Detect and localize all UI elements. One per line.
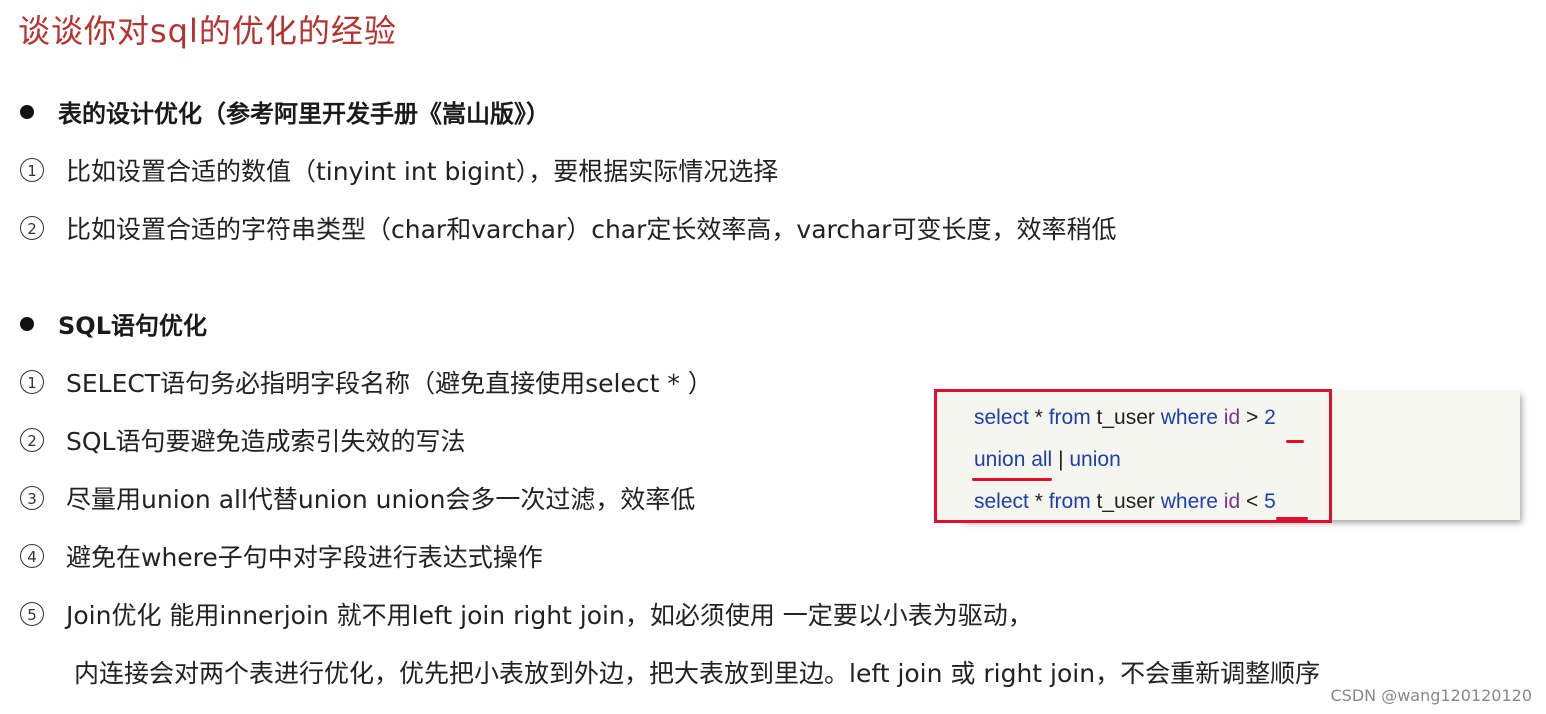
bullet-icon: [20, 316, 34, 331]
watermark: CSDN @wang120120120: [1330, 686, 1532, 705]
list-item-text: 避免在where子句中对字段进行表达式操作: [66, 543, 543, 572]
code-token: t_user: [1090, 490, 1161, 513]
code-keyword: from: [1048, 490, 1091, 513]
circled-number-icon: 1: [20, 158, 44, 182]
section-heading-table-design: 表的设计优化（参考阿里开发手册《嵩山版》）: [20, 94, 550, 129]
underline-mark: [972, 478, 1052, 481]
list-item: 4 避免在where子句中对字段进行表达式操作: [20, 538, 543, 574]
code-keyword: select: [974, 406, 1029, 429]
code-line: union all | union: [974, 448, 1121, 472]
code-token: |: [1052, 448, 1070, 471]
code-operator: <: [1240, 490, 1265, 513]
section-heading-text: 表的设计优化（参考阿里开发手册《嵩山版》）: [58, 100, 550, 128]
code-line: select * from t_user where id < 5: [974, 490, 1276, 514]
section-heading-sql: SQL语句优化: [20, 306, 207, 341]
circled-number-icon: 1: [20, 370, 44, 394]
code-keyword: select: [974, 490, 1029, 513]
underline-mark: [1286, 440, 1304, 443]
list-item: 5 Join优化 能用innerjoin 就不用left join right …: [20, 596, 1033, 632]
section-heading-text: SQL语句优化: [58, 312, 207, 340]
list-item-text: Join优化 能用innerjoin 就不用left join right jo…: [66, 601, 1033, 630]
code-column: id: [1217, 490, 1241, 513]
code-keyword: where: [1160, 406, 1218, 429]
code-token: t_user: [1090, 406, 1161, 429]
code-keyword: union all: [974, 448, 1053, 471]
code-keyword: from: [1048, 406, 1091, 429]
code-line: select * from t_user where id > 2: [974, 406, 1276, 430]
list-item: 2 比如设置合适的字符串类型（char和varchar）char定长效率高，va…: [20, 210, 1116, 246]
list-item: 3 尽量用union all代替union union会多一次过滤，效率低: [20, 480, 695, 516]
list-item: 1 SELECT语句务必指明字段名称（避免直接使用select * ）: [20, 364, 713, 400]
list-item: 2 SQL语句要避免造成索引失效的写法: [20, 422, 465, 458]
circled-number-icon: 4: [20, 544, 44, 568]
bullet-icon: [20, 104, 34, 119]
circled-number-icon: 2: [20, 428, 44, 452]
list-item-text: 比如设置合适的字符串类型（char和varchar）char定长效率高，varc…: [66, 215, 1117, 244]
list-item: 1 比如设置合适的数值（tinyint int bigint），要根据实际情况选…: [20, 152, 778, 188]
code-column: id: [1217, 406, 1241, 429]
code-number: 2: [1264, 406, 1276, 429]
code-highlight-box: [934, 389, 1332, 523]
underline-mark: [1276, 517, 1308, 520]
circled-number-icon: 5: [20, 602, 44, 626]
list-item-text: SQL语句要避免造成索引失效的写法: [66, 427, 466, 456]
list-item-text: 尽量用union all代替union union会多一次过滤，效率低: [66, 485, 696, 514]
list-item-continuation: 内连接会对两个表进行优化，优先把小表放到外边，把大表放到里边。left join…: [74, 659, 1321, 688]
circled-number-icon: 2: [20, 216, 44, 240]
code-token: *: [1028, 406, 1049, 429]
code-keyword: union: [1069, 448, 1121, 471]
circled-number-icon: 3: [20, 486, 44, 510]
list-item-text: SELECT语句务必指明字段名称（避免直接使用select * ）: [66, 369, 713, 398]
list-item-text: 比如设置合适的数值（tinyint int bigint），要根据实际情况选择: [66, 157, 779, 186]
code-number: 5: [1264, 490, 1276, 513]
code-token: *: [1028, 490, 1049, 513]
code-keyword: where: [1160, 490, 1218, 513]
page-title: 谈谈你对sql的优化的经验: [18, 12, 397, 50]
code-operator: >: [1240, 406, 1265, 429]
